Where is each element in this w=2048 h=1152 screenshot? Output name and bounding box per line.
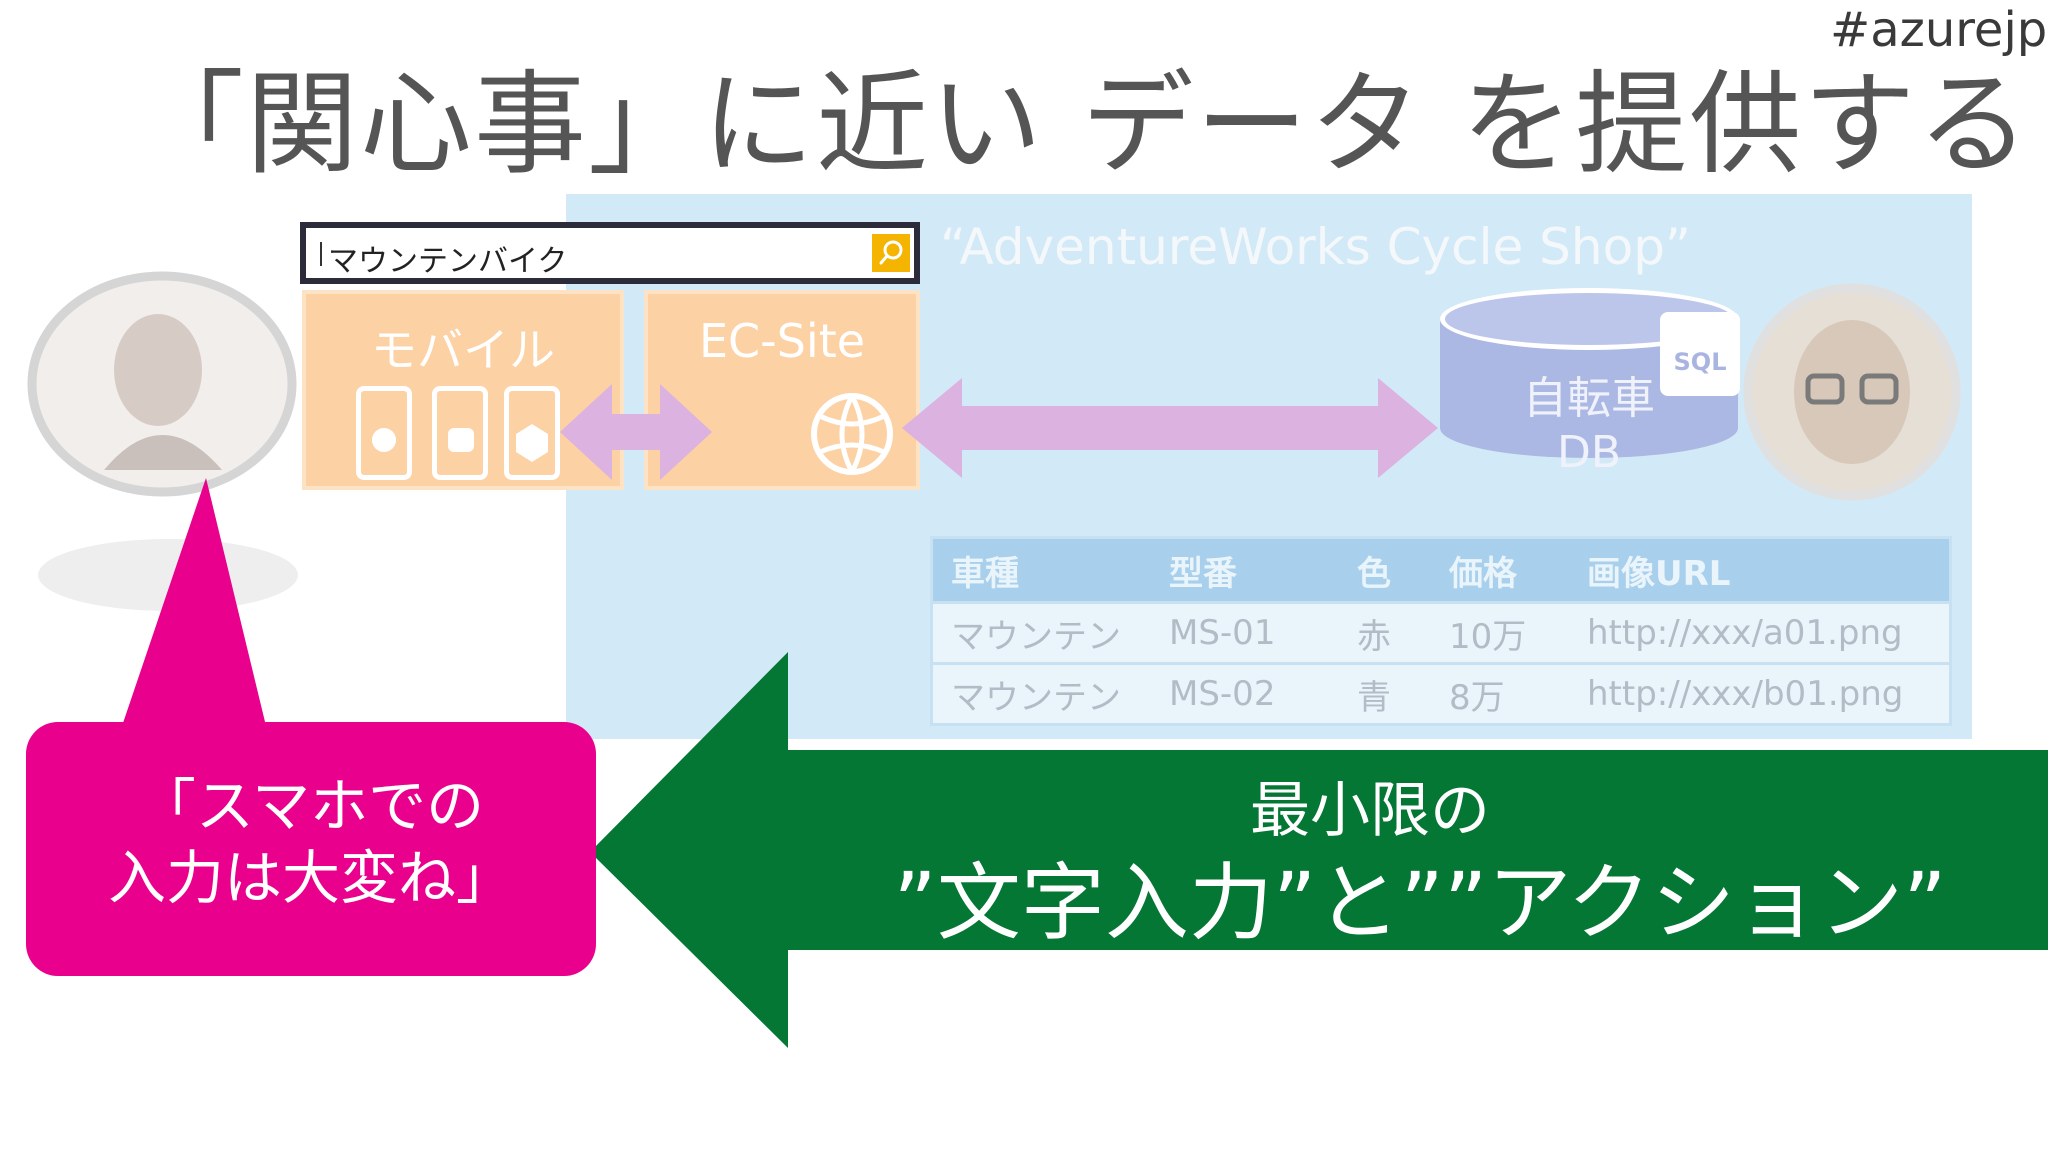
database-label-line2: DB <box>1556 427 1622 478</box>
speech-bubble-tail <box>122 478 266 726</box>
table-header: 価格 <box>1431 537 1569 603</box>
apple-logo-icon <box>372 428 396 452</box>
hashtag: #azurejp <box>1830 2 2048 58</box>
text-cursor <box>320 242 322 266</box>
shop-title: “AdventureWorks Cycle Shop” <box>940 218 1691 276</box>
search-icon <box>879 240 903 265</box>
mobile-tile-label: モバイル <box>371 323 555 377</box>
table-cell: 8万 <box>1431 662 1569 725</box>
table-row: マウンテン MS-01 赤 10万 http://xxx/a01.png <box>931 601 1951 664</box>
table-cell: 10万 <box>1431 601 1569 664</box>
table-cell: http://xxx/b01.png <box>1569 662 1951 725</box>
table-header: 色 <box>1339 537 1431 603</box>
sql-badge-label: SQL <box>1673 348 1727 376</box>
table-cell: http://xxx/a01.png <box>1569 601 1951 664</box>
ec-site-tile-label: EC-Site <box>698 314 866 368</box>
table-cell: 青 <box>1339 662 1431 725</box>
table-row: マウンテン MS-02 青 8万 http://xxx/b01.png <box>931 662 1951 725</box>
table-cell: マウンテン <box>931 601 1151 664</box>
table-cell: マウンテン <box>931 662 1151 725</box>
apple-device-icon <box>356 386 412 480</box>
windows-device-icon <box>504 386 560 480</box>
database-label-line1: 自転車 <box>1523 373 1655 424</box>
speech-bubble-line2: 入力は大変ね」 <box>107 844 514 912</box>
double-arrow-mobile-ec <box>560 384 712 480</box>
speech-bubble-text: 「スマホでの 入力は大変ね」 <box>26 770 596 914</box>
globe-icon <box>811 393 893 475</box>
database-label: 自転車 DB <box>1440 372 1738 480</box>
slide-title: 「関心事」に近い データ を提供する <box>132 60 2032 190</box>
search-input-value: マウンテンバイク <box>328 244 568 279</box>
box-logo-icon <box>516 424 548 462</box>
arrow-text-line2: ”文字入力”と””アクション” <box>893 854 1947 952</box>
double-arrow-ec-db <box>902 378 1438 478</box>
table-header: 画像URL <box>1569 537 1951 603</box>
green-arrow <box>590 652 2048 1048</box>
table-header: 型番 <box>1151 537 1339 603</box>
speech-bubble-line1: 「スマホでの <box>137 772 485 840</box>
table-header: 車種 <box>931 537 1151 603</box>
sql-icon: SQL <box>1660 312 1740 396</box>
ec-site-tile: EC-Site <box>644 290 920 490</box>
arrow-text-line1: 最小限の <box>1250 776 1490 846</box>
user-avatar-female <box>27 271 297 497</box>
search-button[interactable] <box>872 234 910 272</box>
user-avatar-male <box>1743 283 1961 501</box>
table-cell: 赤 <box>1339 601 1431 664</box>
table-header-row: 車種 型番 色 価格 画像URL <box>931 537 1951 603</box>
table-cell: MS-01 <box>1151 601 1339 664</box>
android-device-icon <box>432 386 488 480</box>
search-input[interactable]: マウンテンバイク <box>300 222 920 284</box>
speech-bubble <box>26 722 596 976</box>
android-logo-icon <box>448 428 474 452</box>
table-cell: MS-02 <box>1151 662 1339 725</box>
product-table: 車種 型番 色 価格 画像URL マウンテン MS-01 赤 10万 http:… <box>930 536 1952 726</box>
